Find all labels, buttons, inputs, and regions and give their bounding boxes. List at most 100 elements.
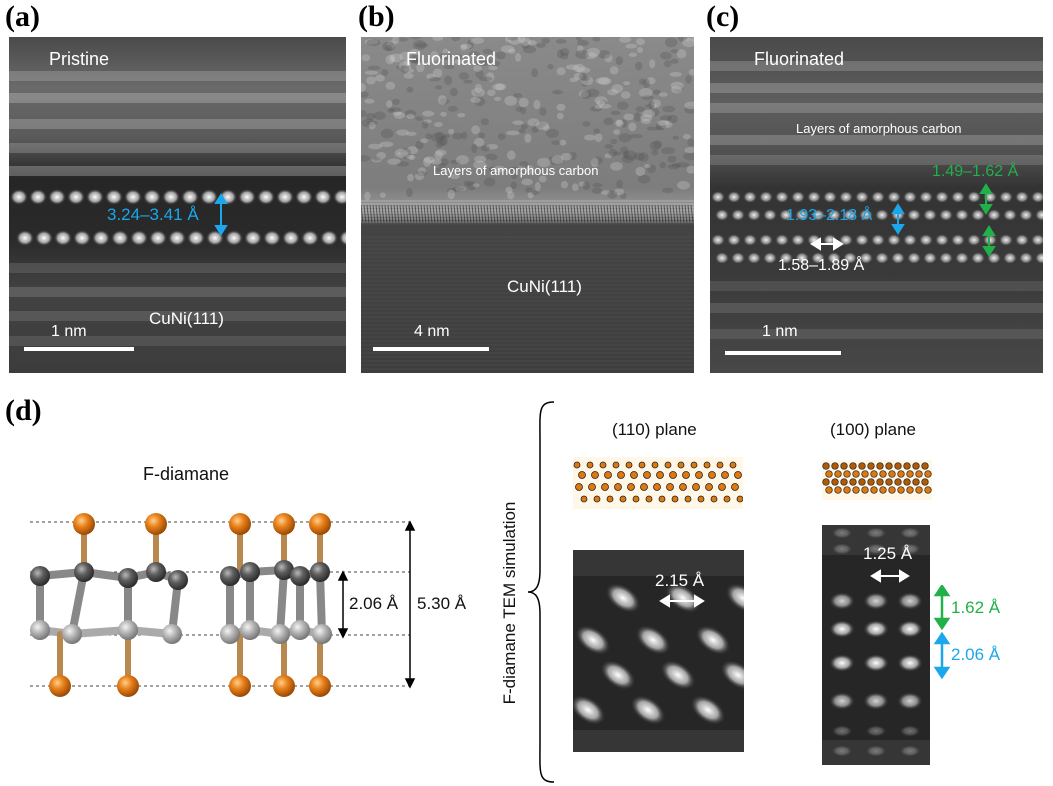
amorphous-speck — [524, 133, 532, 143]
plane-100-side-arrows — [933, 585, 951, 680]
amorphous-speck — [604, 53, 613, 63]
total-thickness-arrow — [404, 520, 416, 689]
sim-blob-faint — [865, 725, 887, 737]
sim-blob — [863, 620, 889, 638]
model-atom — [924, 470, 932, 478]
amorphous-speck — [366, 120, 378, 126]
fringe-line — [495, 204, 499, 224]
amorphous-speck — [639, 78, 646, 85]
lattice-dot — [244, 230, 262, 246]
amorphous-speck — [598, 103, 612, 109]
fringe-line — [489, 204, 493, 224]
sim-blob-faint — [831, 527, 853, 539]
amorphous-speck — [655, 125, 663, 131]
lattice-dot — [282, 230, 300, 246]
amorphous-speck — [556, 49, 564, 59]
atom — [290, 620, 310, 640]
sim-blob — [573, 694, 606, 726]
fringe-line — [594, 204, 598, 224]
inner-spacing-label: 2.06 Å — [349, 594, 399, 613]
lattice-dot — [807, 191, 821, 203]
fringe-line — [477, 204, 481, 224]
amorphous-speck — [638, 152, 649, 162]
amorphous-band — [9, 119, 346, 129]
amorphous-speck — [531, 190, 540, 195]
lattice-dot — [29, 189, 47, 205]
amorphous-speck — [615, 119, 623, 126]
model-atom — [870, 470, 878, 478]
amorphous-speck — [432, 37, 444, 41]
lattice-dot — [111, 230, 129, 246]
amorphous-speck — [430, 159, 442, 165]
lattice-dot — [48, 189, 66, 205]
lattice-dot — [105, 189, 123, 205]
fringe-line — [609, 204, 613, 224]
panel-c-letter: (c) — [706, 0, 740, 33]
plane-100-spacing-cyan-label: 2.06 Å — [951, 645, 1001, 664]
amorphous-speck — [505, 186, 513, 194]
amorphous-speck — [423, 157, 431, 167]
amorphous-speck — [474, 88, 482, 98]
atom — [240, 562, 260, 582]
amorphous-speck — [662, 105, 676, 113]
amorphous-speck — [382, 41, 396, 52]
fringe-line — [486, 204, 490, 224]
amorphous-speck — [486, 72, 495, 82]
panel-c-scale-label: 1 nm — [762, 323, 798, 340]
fringe-line — [459, 204, 463, 224]
amorphous-speck — [594, 96, 608, 105]
fringe-line — [381, 204, 385, 224]
amorphous-speck — [490, 60, 501, 67]
model-atom — [867, 478, 875, 486]
model-atom — [852, 470, 860, 478]
fringe-line — [513, 204, 517, 224]
fringe-line — [636, 204, 640, 224]
amorphous-speck — [619, 37, 632, 43]
amorphous-speck — [640, 114, 653, 122]
amorphous-speck — [591, 156, 603, 165]
fringe-line — [525, 204, 529, 224]
lattice-dot — [715, 209, 729, 221]
sim-blob-faint — [831, 725, 853, 737]
structure-bonds — [36, 522, 326, 687]
atom — [309, 675, 331, 697]
amorphous-speck — [576, 67, 591, 74]
model-atom — [679, 483, 687, 491]
model-atom — [578, 471, 586, 479]
amorphous-speck — [442, 48, 449, 58]
lattice-dot — [811, 252, 825, 264]
amorphous-speck — [687, 138, 694, 147]
amorphous-speck — [484, 159, 493, 169]
lattice-dot — [827, 252, 841, 264]
amorphous-speck — [450, 37, 461, 42]
fringe-line — [621, 204, 625, 224]
plane-100-spacing-green-arrow — [933, 585, 951, 631]
amorphous-speck — [404, 109, 417, 117]
panel-c-tem-image: Fluorinated Layers of amorphous carbon 1… — [710, 37, 1043, 373]
amorphous-speck — [398, 61, 412, 71]
amorphous-speck — [507, 191, 515, 200]
lattice-dot — [727, 191, 741, 203]
fringe-line — [420, 204, 424, 224]
amorphous-speck — [535, 121, 549, 130]
fringe-line — [690, 204, 694, 224]
amorphous-speck — [471, 88, 486, 97]
amorphous-speck — [538, 175, 547, 183]
amorphous-speck — [505, 37, 512, 43]
model-atom — [580, 495, 588, 503]
amorphous-speck — [671, 86, 683, 94]
sim-blob — [695, 624, 731, 656]
amorphous-speck — [682, 133, 691, 140]
amorphous-speck — [435, 140, 443, 149]
amorphous-speck — [669, 71, 682, 77]
amorphous-speck — [406, 86, 414, 93]
plane-100-spacing-white-arrow — [870, 569, 910, 583]
amorphous-speck — [637, 174, 651, 184]
amorphous-speck — [510, 181, 517, 190]
panel-b-scale-label: 4 nm — [414, 323, 450, 340]
amorphous-speck — [396, 65, 405, 70]
f-diamane-structure — [30, 513, 416, 697]
lattice-dot — [811, 209, 825, 221]
amorphous-speck — [520, 37, 532, 46]
model-atom — [729, 461, 737, 469]
